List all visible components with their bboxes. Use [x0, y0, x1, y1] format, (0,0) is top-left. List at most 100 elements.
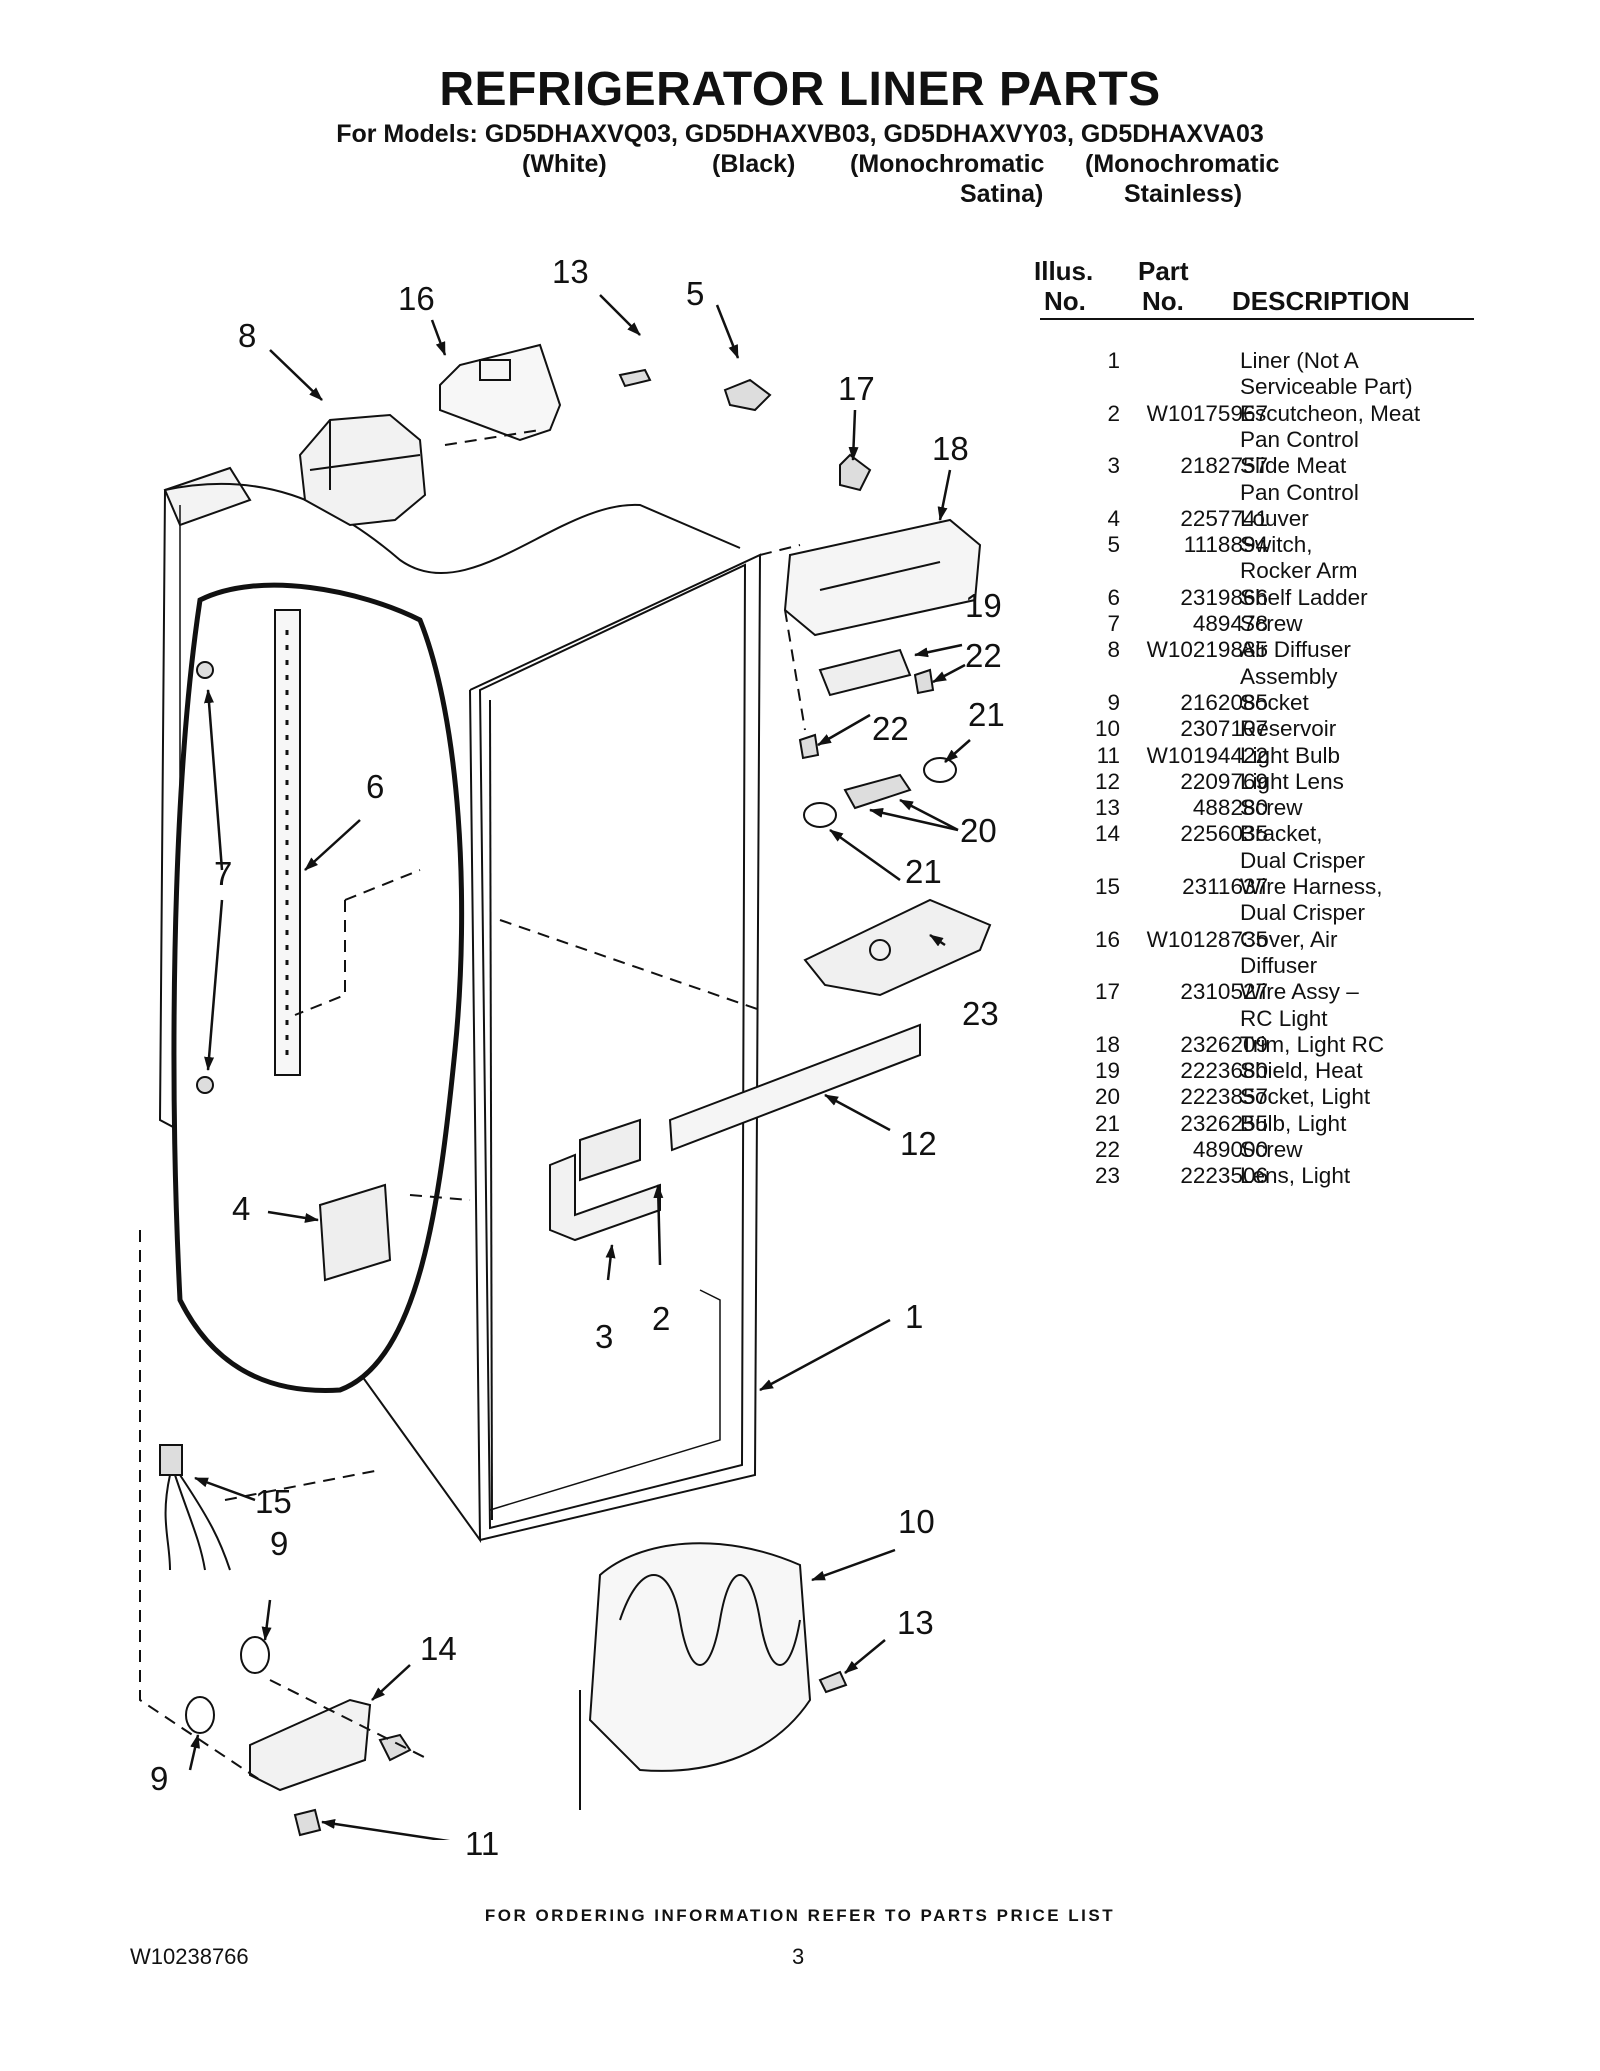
variant-white: (White) — [522, 150, 607, 178]
callout-2: 2 — [652, 1300, 671, 1337]
reservoir — [579, 1542, 812, 1810]
variant-satina-line2: Satina) — [960, 180, 1044, 208]
col-description-header: DESCRIPTION — [1232, 286, 1410, 316]
callout-13-upper: 13 — [552, 253, 589, 290]
row-illus-number: 8 — [1107, 637, 1120, 663]
row-description-continued: Dual Crisper — [1240, 847, 1366, 873]
callout-6: 6 — [366, 768, 385, 805]
light-bulb-upper — [378, 1733, 412, 1762]
row-illus-number: 15 — [1094, 874, 1120, 899]
row-part-number: 2182757 — [1180, 453, 1268, 479]
row-description-continued: Dual Crisper — [1240, 900, 1366, 926]
row-description-continued: Pan Control — [1240, 426, 1359, 452]
row-description: Shield, Heat — [1240, 1058, 1363, 1084]
row-description: Slide Meat — [1240, 453, 1347, 479]
callout-arrows — [188, 294, 971, 1840]
callout-13-lower: 13 — [897, 1604, 934, 1641]
page-number: 3 — [792, 1944, 805, 1969]
row-part-number: 2257741 — [1180, 505, 1268, 531]
row-illus-number: 20 — [1094, 1084, 1120, 1110]
callout-12: 12 — [900, 1125, 937, 1162]
callout-21-upper: 21 — [968, 696, 1005, 733]
heat-shield — [818, 648, 912, 697]
row-description: Switch, — [1240, 532, 1313, 558]
row-illus-number: 7 — [1107, 611, 1120, 636]
row-part-number: 2310527 — [1180, 979, 1268, 1005]
rocker-switch — [723, 378, 772, 412]
table-header-rule — [1040, 318, 1474, 320]
callout-20: 20 — [960, 812, 997, 849]
row-part-number: W10194422 — [1146, 742, 1268, 768]
assembly-lines — [139, 429, 806, 1781]
air-diffuser-assembly — [298, 413, 427, 527]
row-description: Liner (Not A — [1240, 348, 1359, 373]
row-description: Shelf Ladder — [1240, 584, 1368, 610]
row-description: Screw — [1240, 1137, 1303, 1162]
row-illus-number: 11 — [1096, 742, 1120, 768]
callout-17: 17 — [838, 370, 875, 407]
row-description: Bracket, — [1240, 821, 1323, 847]
row-part-number: W10219885 — [1146, 637, 1268, 663]
row-illus-number: 6 — [1107, 584, 1120, 610]
light-bulb-lower — [293, 1808, 322, 1837]
callout-14: 14 — [420, 1630, 457, 1667]
callout-22-right: 22 — [965, 637, 1002, 674]
screw-22-left — [798, 733, 820, 760]
row-illus-number: 13 — [1094, 795, 1120, 821]
col-illus-header-2: No. — [1044, 286, 1086, 316]
callout-18: 18 — [932, 430, 969, 467]
row-illus-number: 5 — [1107, 532, 1120, 558]
row-part-number: 2319866 — [1180, 584, 1268, 610]
row-part-number: 2162085 — [1180, 689, 1268, 715]
row-illus-number: 9 — [1107, 689, 1120, 715]
row-illus-number: 4 — [1107, 505, 1120, 531]
row-illus-number: 19 — [1094, 1058, 1120, 1084]
variant-satina-line1: (Monochromatic — [850, 150, 1045, 178]
callout-8: 8 — [238, 317, 257, 354]
row-illus-number: 10 — [1094, 716, 1120, 742]
row-part-number: 1118894 — [1183, 532, 1268, 558]
row-description: Escutcheon, Meat — [1240, 400, 1421, 426]
dual-crisper-bracket — [249, 1698, 372, 1792]
row-illus-number: 12 — [1094, 768, 1120, 794]
callout-3: 3 — [595, 1318, 614, 1355]
row-part-number: W10175967 — [1146, 400, 1268, 426]
row-part-number: 2209769 — [1180, 768, 1268, 794]
row-illus-number: 21 — [1094, 1110, 1120, 1136]
callout-9-lower: 9 — [150, 1760, 169, 1797]
callout-1: 1 — [905, 1298, 924, 1335]
screw-22-right — [913, 668, 935, 695]
row-description: Screw — [1240, 611, 1303, 636]
variant-stainless-line1: (Monochromatic — [1085, 150, 1280, 178]
row-description-continued: Diffuser — [1240, 952, 1318, 978]
screw-top — [618, 368, 652, 388]
ordering-note: FOR ORDERING INFORMATION REFER TO PARTS … — [484, 1906, 1116, 1925]
row-description-continued: RC Light — [1240, 1005, 1328, 1031]
callout-16: 16 — [398, 280, 435, 317]
row-description: Wire Assy – — [1240, 979, 1359, 1005]
louver — [318, 1183, 392, 1282]
row-illus-number: 18 — [1094, 1031, 1120, 1057]
row-part-number: 489000 — [1192, 1137, 1268, 1162]
meat-pan-control — [549, 1118, 661, 1242]
callout-23: 23 — [962, 995, 999, 1032]
row-description: Screw — [1240, 795, 1303, 821]
row-description: Reservoir — [1240, 716, 1337, 742]
row-description: Socket, Light — [1240, 1084, 1371, 1110]
row-description-continued: Assembly — [1240, 663, 1338, 689]
variant-black: (Black) — [712, 150, 796, 178]
